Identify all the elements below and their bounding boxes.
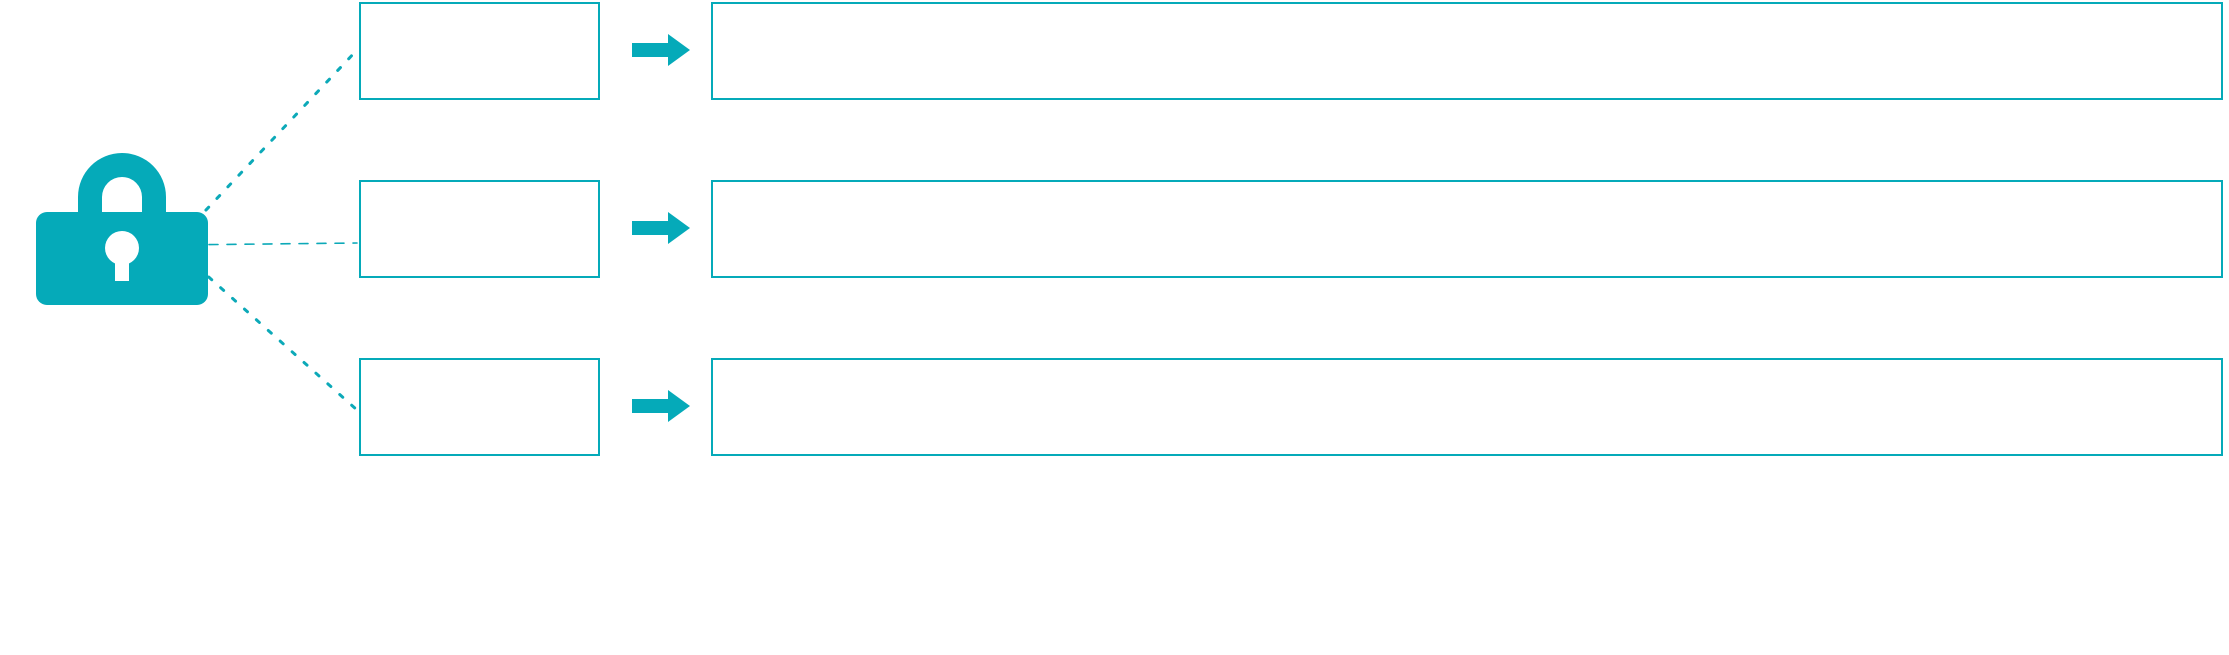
detail-box-1[interactable]	[711, 2, 2223, 100]
row-1-arrow-wrapper	[632, 34, 690, 66]
arrow-right-icon	[632, 390, 690, 422]
arrow-right-icon	[632, 34, 690, 66]
lock-icon	[36, 153, 208, 305]
lock-icon-wrapper	[30, 150, 215, 305]
connector-to-row-2	[172, 242, 358, 246]
stage-box-2[interactable]	[359, 180, 600, 278]
row-3-arrow-wrapper	[632, 390, 690, 422]
connector-to-row-1	[171, 48, 359, 247]
detail-box-3[interactable]	[711, 358, 2223, 456]
detail-box-2[interactable]	[711, 180, 2223, 278]
stage-box-3[interactable]	[359, 358, 600, 456]
stage-box-1[interactable]	[359, 2, 600, 100]
row-2-arrow-wrapper	[632, 212, 690, 244]
arrow-right-icon	[632, 212, 690, 244]
